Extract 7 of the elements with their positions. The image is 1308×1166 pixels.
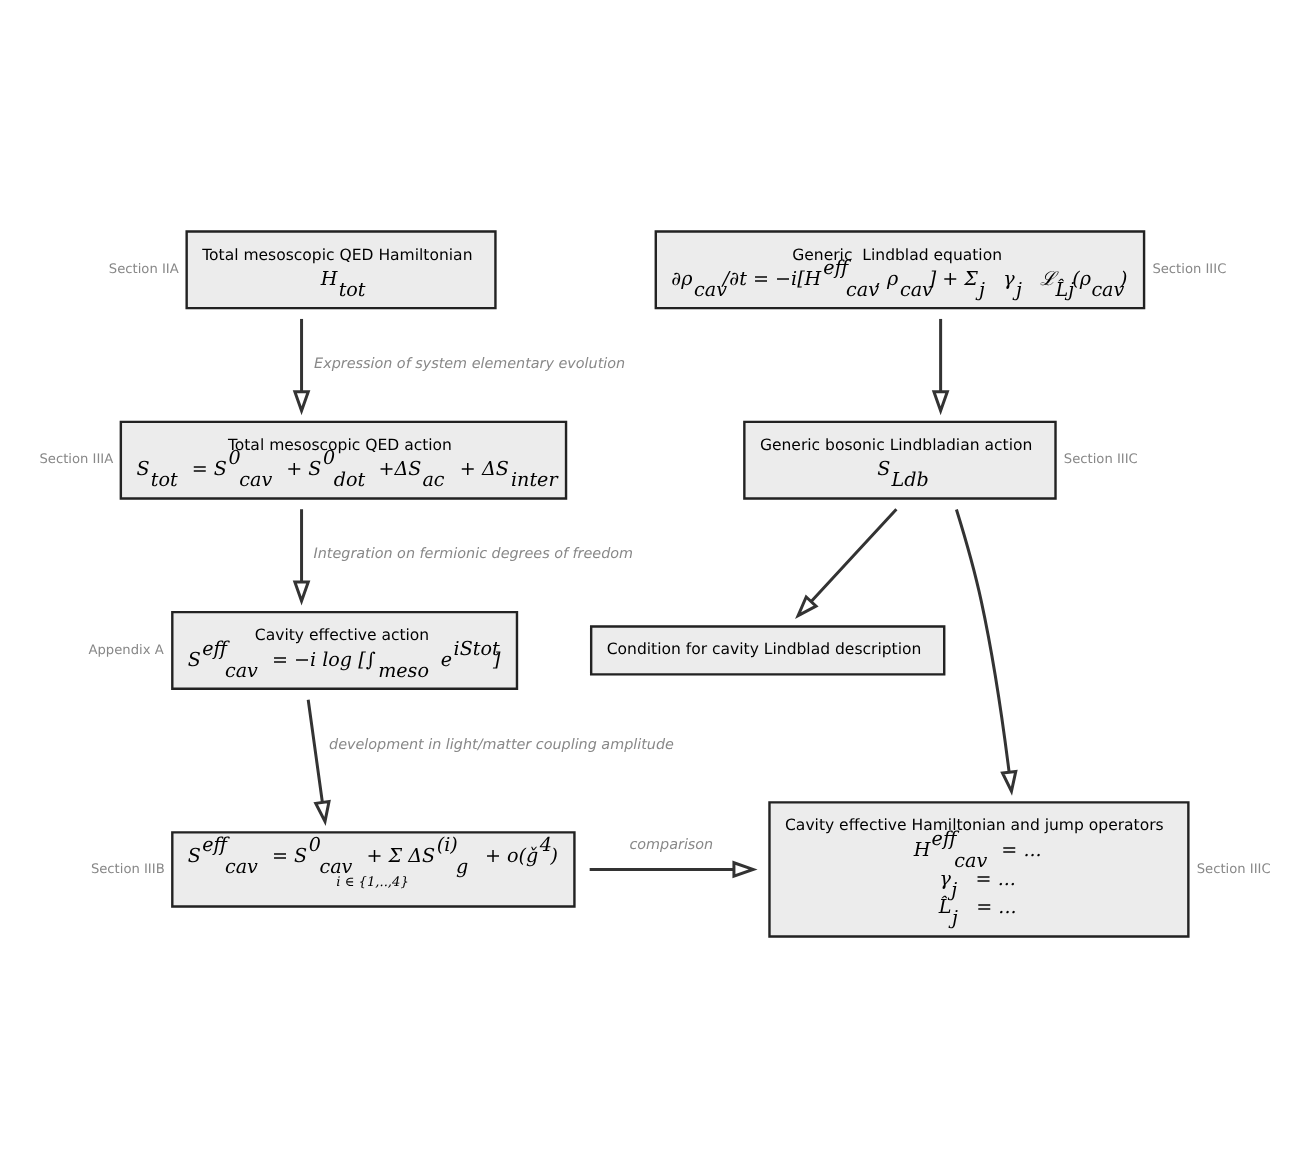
arrow (931, 317, 950, 415)
arrow (955, 508, 1018, 795)
arrow (292, 508, 311, 605)
arrow (589, 859, 758, 878)
arrow (306, 698, 331, 825)
arrow (292, 317, 311, 415)
arrow (795, 507, 898, 618)
